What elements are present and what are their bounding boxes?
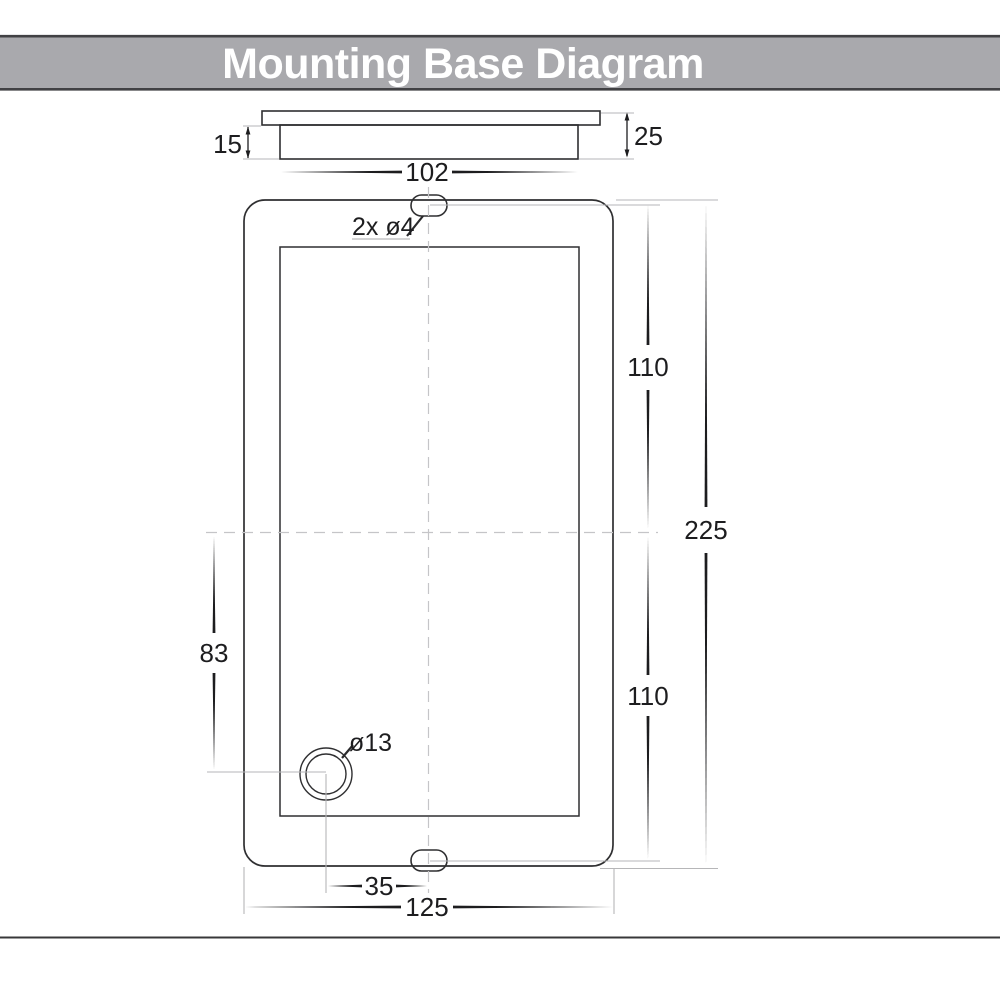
dim-83-value: 83 bbox=[200, 638, 229, 668]
dim-15-arrow-down bbox=[245, 150, 251, 159]
dim-110-upper-value: 110 bbox=[627, 352, 668, 382]
side-view-top-flange bbox=[261, 110, 601, 126]
plate-inner-rect bbox=[279, 246, 580, 817]
dim-35-line-left bbox=[328, 884, 362, 888]
dim-35-value: 35 bbox=[365, 871, 394, 901]
dim-125-value: 125 bbox=[405, 892, 448, 922]
top-holes-label: 2x ø4 bbox=[352, 213, 415, 241]
dim-225-line-top bbox=[704, 203, 708, 507]
title-bar-background bbox=[0, 37, 1000, 89]
dim-102-line-left bbox=[281, 170, 402, 174]
dim-110-lower-value: 110 bbox=[627, 681, 668, 711]
dim-35-line-right bbox=[396, 884, 427, 888]
dim-225-line-bottom bbox=[704, 553, 708, 865]
dim-102-value: 102 bbox=[405, 157, 448, 187]
page-title: Mounting Base Diagram bbox=[222, 40, 704, 88]
dim-25-arrow-up bbox=[624, 112, 630, 121]
dim-125-line-right bbox=[453, 905, 613, 909]
bottom-hole-label: ø13 bbox=[349, 729, 392, 757]
dim-83-line-top bbox=[212, 536, 216, 633]
dim-110-lower-line-top bbox=[646, 536, 650, 675]
dim-25-value: 25 bbox=[634, 121, 663, 151]
side-view-body bbox=[279, 124, 579, 160]
dim-225-value: 225 bbox=[684, 515, 727, 545]
dim-15-arrow-up bbox=[245, 126, 251, 135]
dim-83-line-bottom bbox=[212, 673, 216, 770]
title-bar: Mounting Base Diagram bbox=[0, 34, 1000, 91]
front-view: 110 110 225 83 35 125 2x ø4 ø13 bbox=[200, 187, 728, 922]
dim-15-value: 15 bbox=[213, 129, 242, 159]
label-d13-leader-line bbox=[341, 744, 354, 759]
side-view: 15 25 102 bbox=[213, 110, 663, 187]
dim-110-upper-line-top bbox=[646, 204, 650, 345]
label-2xd4-leader-line bbox=[406, 215, 424, 237]
dim-25-arrow-down bbox=[624, 149, 630, 158]
dim-110-lower-line-bottom bbox=[646, 716, 650, 859]
dim-110-upper-line-bottom bbox=[646, 390, 650, 529]
dim-125-line-left bbox=[245, 905, 401, 909]
dim-102-line-right bbox=[452, 170, 578, 174]
